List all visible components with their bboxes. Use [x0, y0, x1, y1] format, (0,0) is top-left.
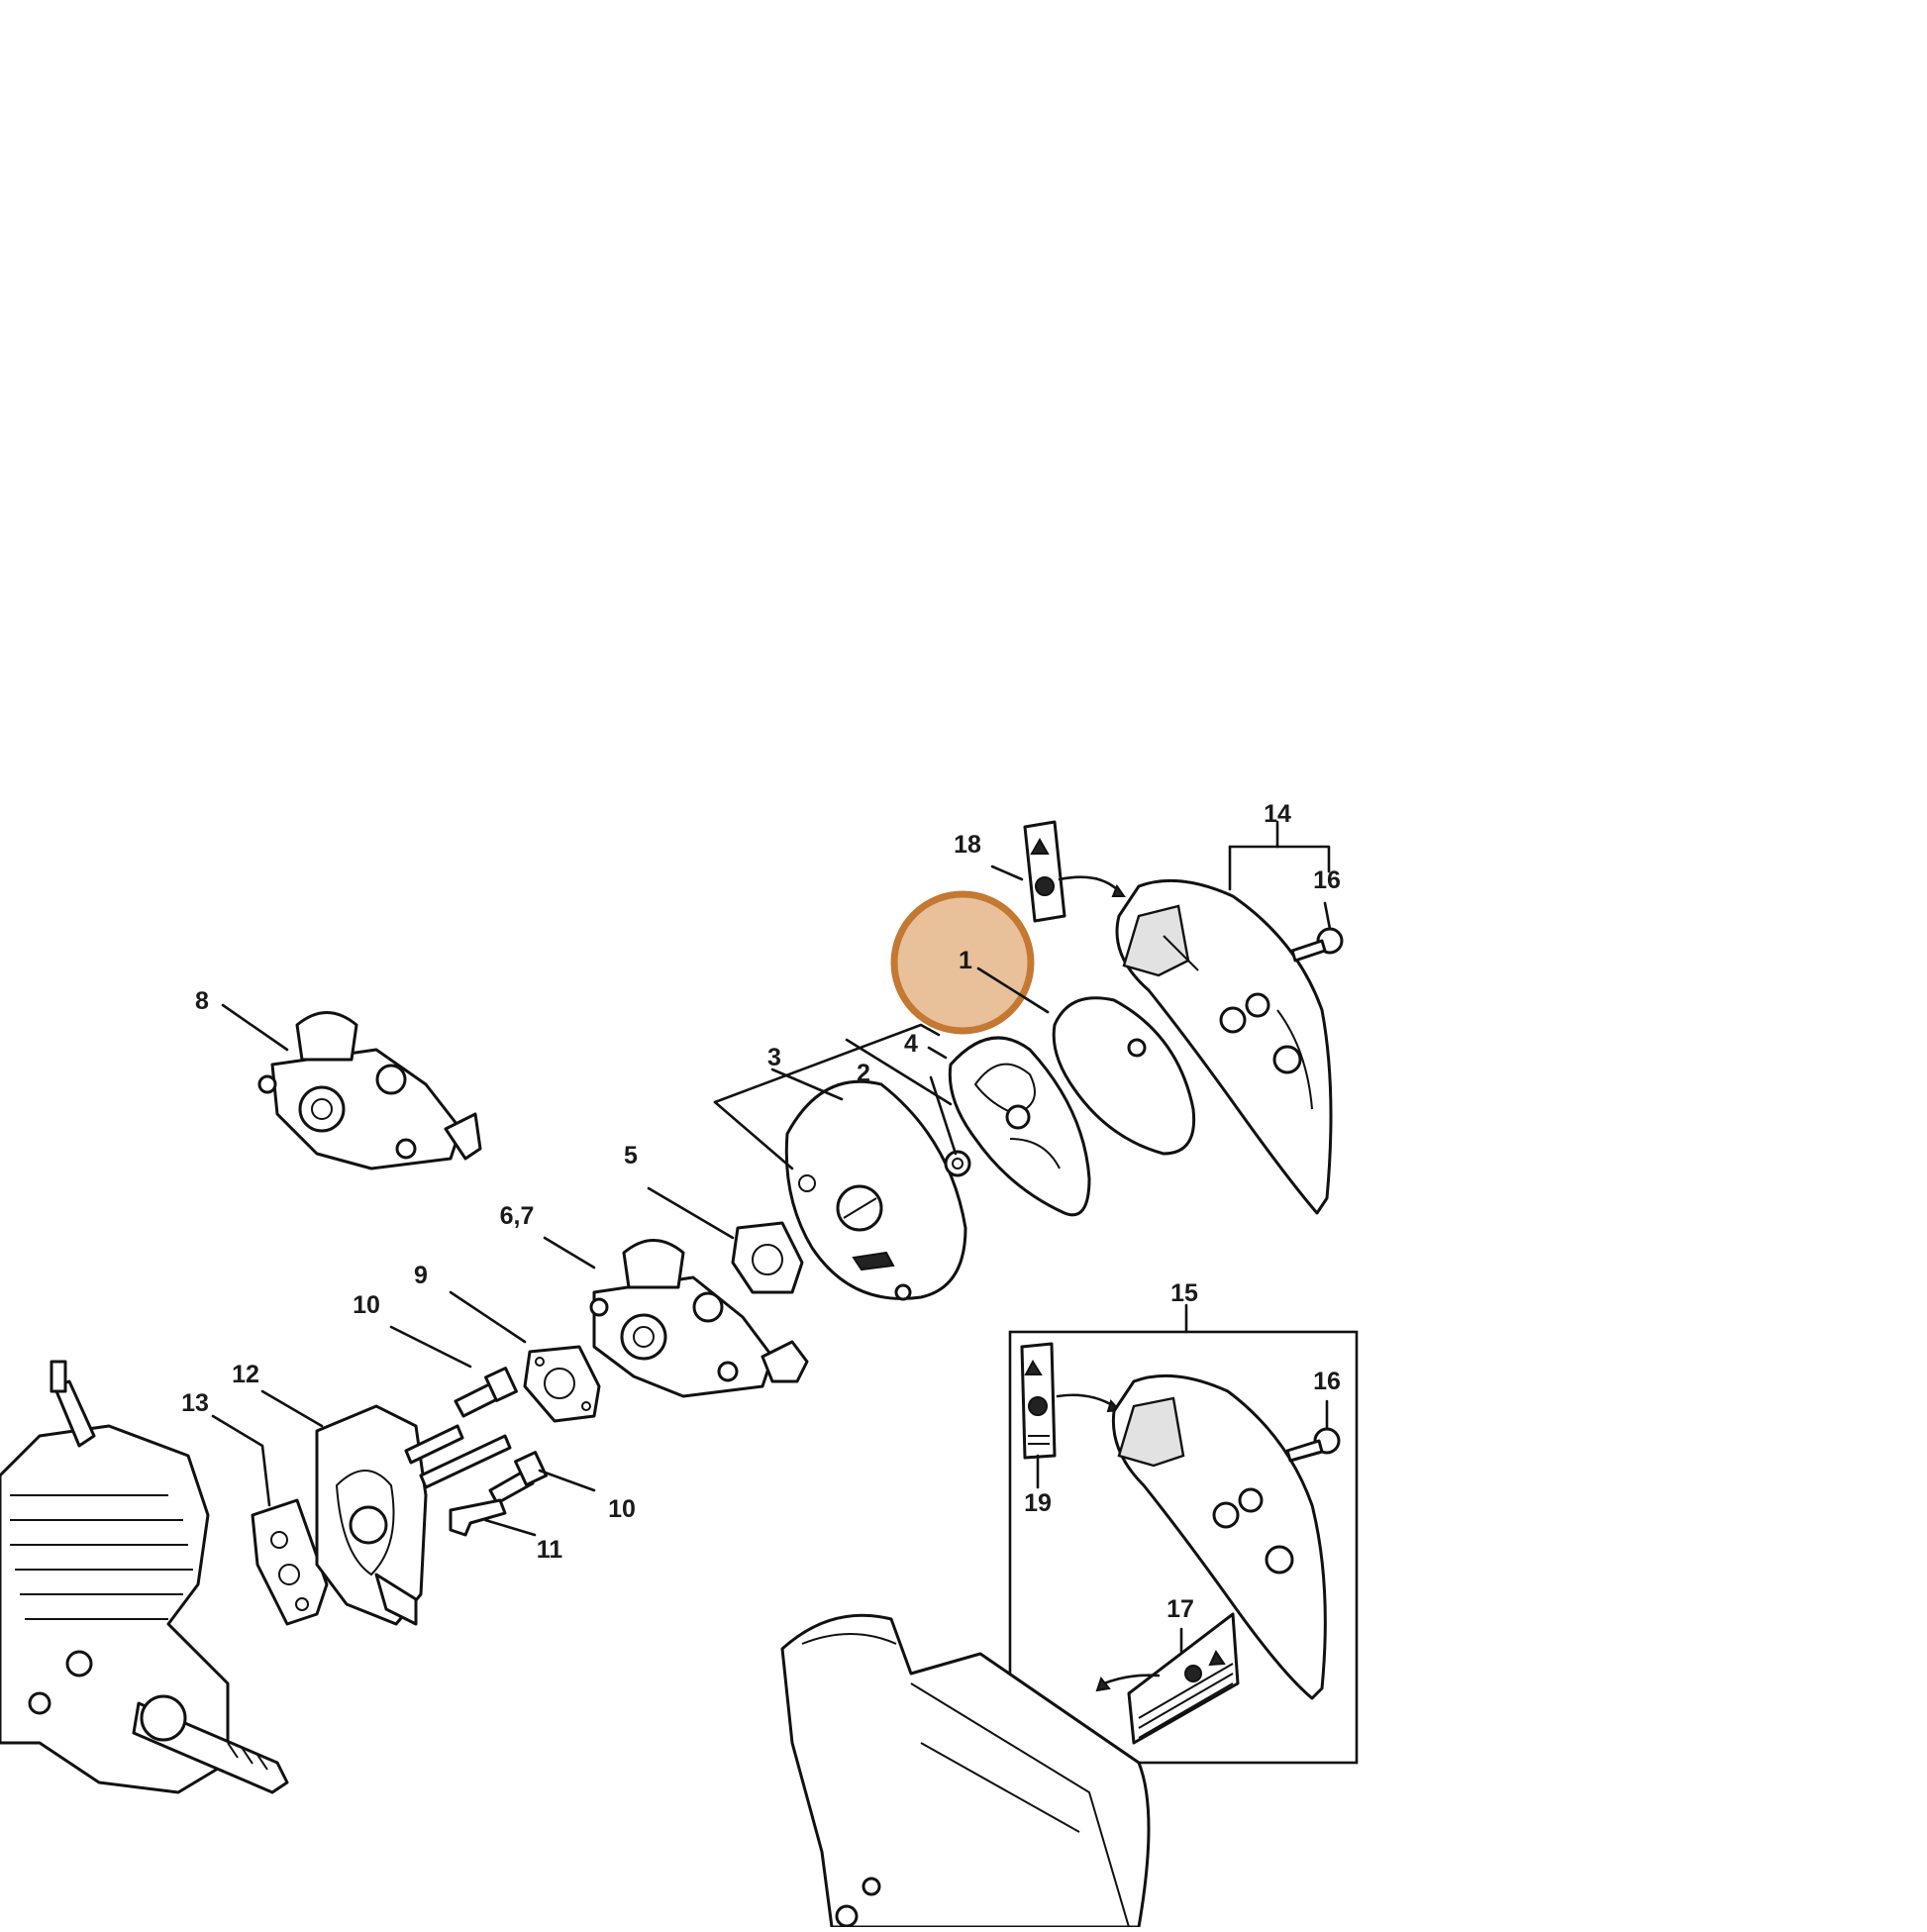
- filter-baffle-4: [948, 1036, 1091, 1217]
- callout-16-lower[interactable]: 16: [1313, 1368, 1341, 1395]
- screw-10-lower: [488, 1451, 548, 1505]
- callout-10-upper[interactable]: 10: [353, 1291, 380, 1319]
- warning-label-18: [1023, 820, 1126, 923]
- callout-12[interactable]: 12: [232, 1361, 259, 1388]
- callout-10-lower[interactable]: 10: [608, 1495, 636, 1523]
- callout-14[interactable]: 14: [1264, 800, 1291, 828]
- callout-17[interactable]: 17: [1166, 1595, 1194, 1623]
- highlight-circle[interactable]: [890, 890, 1035, 1035]
- callout-5[interactable]: 5: [624, 1142, 638, 1169]
- callout-16-upper[interactable]: 16: [1313, 866, 1341, 894]
- gasket-9: [523, 1345, 601, 1423]
- leader-lines: [211, 820, 1332, 1654]
- carburetor-6-7: [589, 1239, 809, 1398]
- callout-2[interactable]: 2: [857, 1060, 870, 1087]
- kit-box-15: [1008, 1330, 1359, 1765]
- engine-cylinder: [0, 1360, 289, 1794]
- intake-flange-12: [315, 1404, 428, 1626]
- callout-8[interactable]: 8: [195, 987, 209, 1015]
- leader-line-1: [976, 966, 1050, 1014]
- screw-16-upper: [1290, 927, 1344, 963]
- callout-4[interactable]: 4: [904, 1030, 918, 1058]
- callout-18[interactable]: 18: [954, 831, 981, 859]
- lower-housing: [780, 1613, 1151, 1929]
- callout-15[interactable]: 15: [1170, 1279, 1198, 1307]
- bracket-11: [449, 1498, 507, 1537]
- screw-10-upper: [454, 1367, 518, 1418]
- callout-19[interactable]: 19: [1024, 1489, 1052, 1517]
- callout-11[interactable]: 11: [537, 1536, 563, 1564]
- gasket-5: [731, 1221, 804, 1294]
- callout-9[interactable]: 9: [414, 1262, 428, 1289]
- callout-1[interactable]: 1: [959, 947, 972, 974]
- nut-2: [944, 1150, 971, 1177]
- gasket-13: [251, 1498, 329, 1626]
- callout-6-7[interactable]: 6,7: [500, 1202, 535, 1230]
- filter-cover-14: [1115, 878, 1333, 1215]
- callout-13[interactable]: 13: [181, 1389, 209, 1417]
- air-filter-1: [1052, 996, 1196, 1156]
- air-filter-housing-3: [784, 1079, 967, 1301]
- callout-3[interactable]: 3: [767, 1044, 781, 1071]
- carburetor-8: [257, 1011, 482, 1170]
- studs: [404, 1424, 512, 1489]
